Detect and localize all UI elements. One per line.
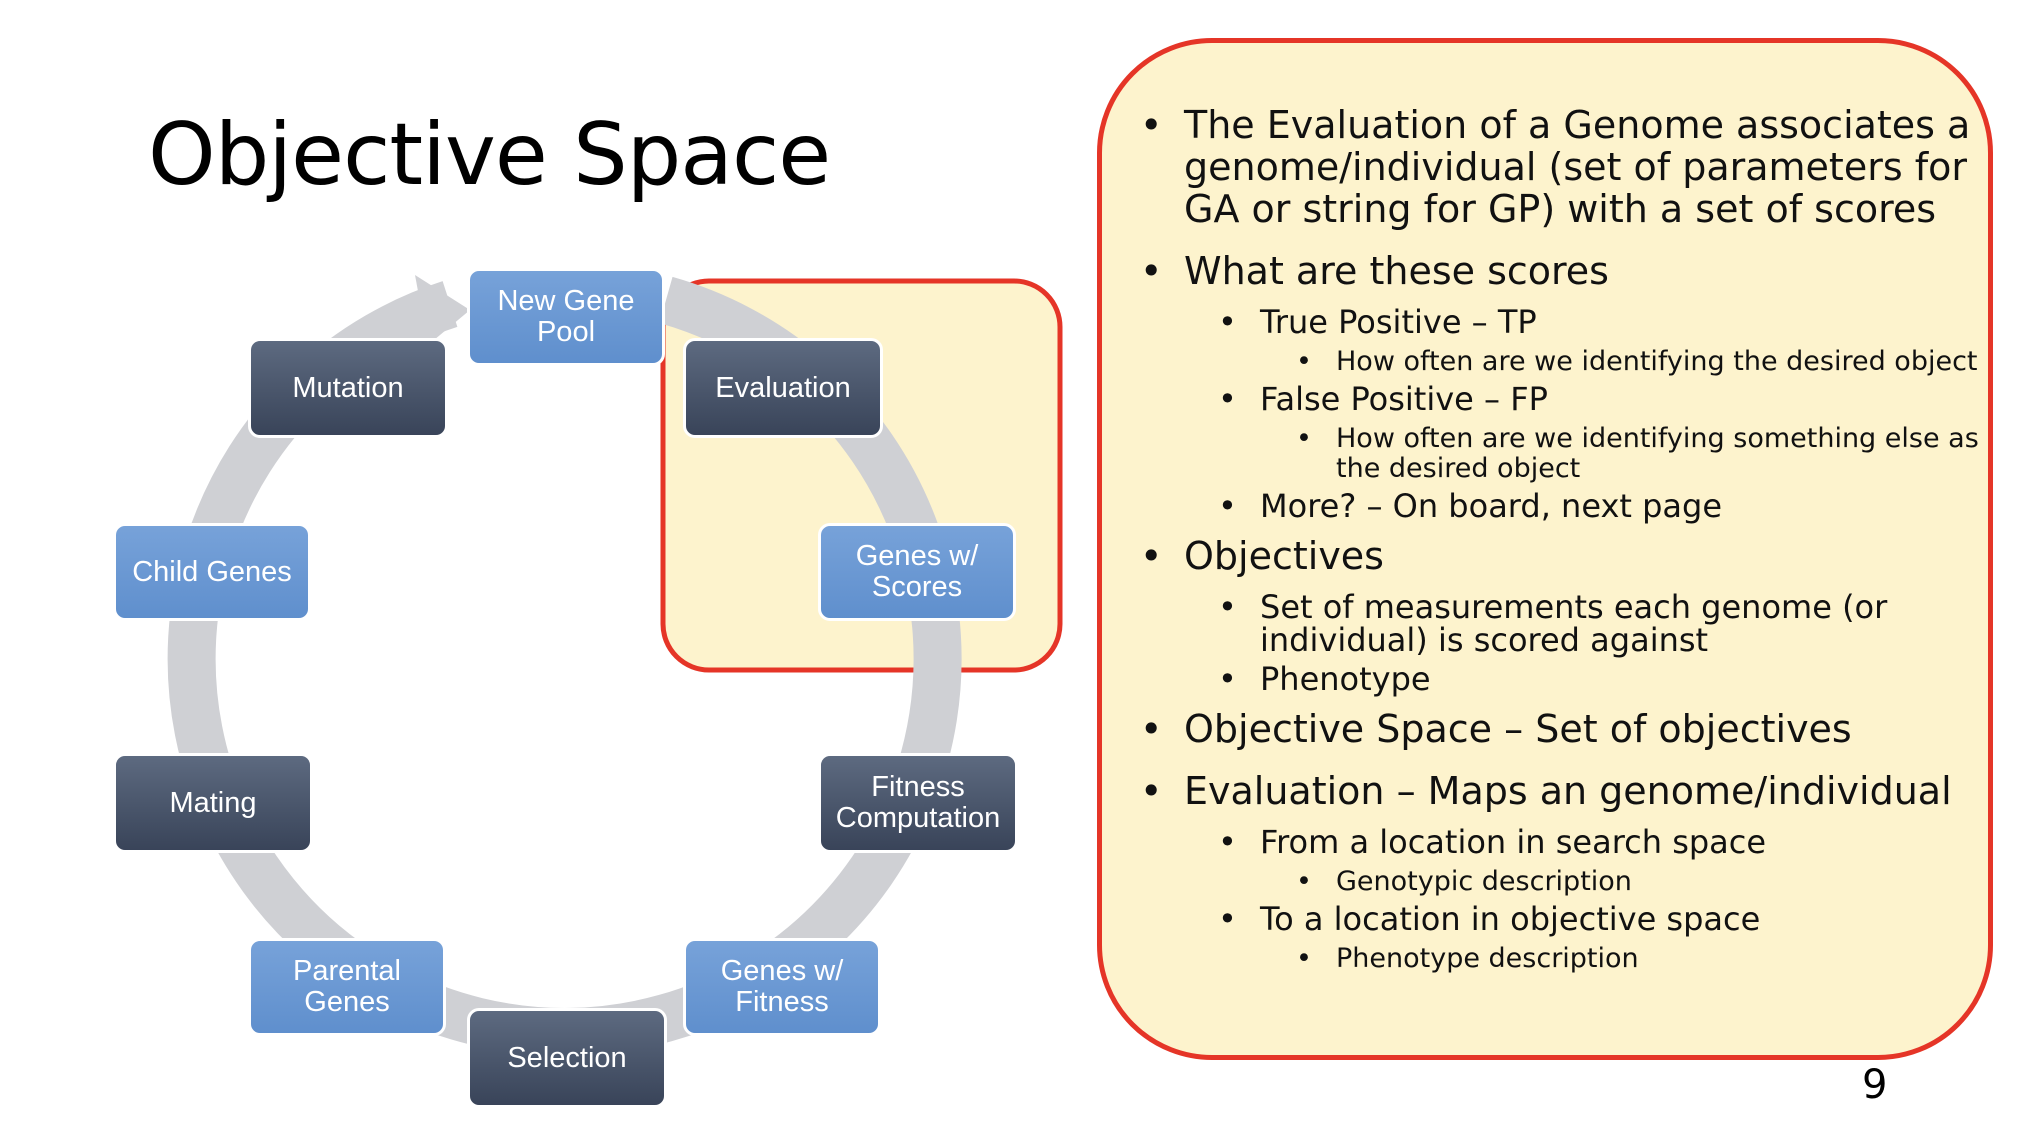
bullet-level-2: To a location in objective space <box>1140 903 2000 937</box>
bullet-level-1: The Evaluation of a Genome associates a … <box>1140 104 2000 230</box>
node-parental-genes: Parental Genes <box>248 938 446 1036</box>
bullet-level-2: From a location in search space <box>1140 826 2000 860</box>
node-mating: Mating <box>113 753 313 853</box>
bullet-level-3: Genotypic description <box>1140 867 2000 898</box>
node-genes-w-fitness: Genes w/ Fitness <box>683 938 881 1036</box>
bullet-level-1: Objectives <box>1140 535 2000 577</box>
node-fitness-computation: Fitness Computation <box>818 753 1018 853</box>
node-genes-w-scores: Genes w/ Scores <box>818 523 1016 621</box>
node-new-gene-pool: New Gene Pool <box>467 268 665 366</box>
page-number: 9 <box>1862 1062 1888 1108</box>
node-evaluation: Evaluation <box>683 338 883 438</box>
bullet-level-3: How often are we identifying the desired… <box>1140 347 2000 378</box>
bullet-level-2: True Positive – TP <box>1140 306 2000 340</box>
bullet-level-3: Phenotype description <box>1140 944 2000 975</box>
bullet-level-1: What are these scores <box>1140 250 2000 292</box>
bullet-level-1: Objective Space – Set of objectives <box>1140 708 2000 750</box>
bullet-level-2: More? – On board, next page <box>1140 490 2000 524</box>
slide-title: Objective Space <box>148 105 831 205</box>
bullet-level-1: Evaluation – Maps an genome/individual <box>1140 770 2000 812</box>
bullet-level-3: How often are we identifying something e… <box>1140 424 2000 484</box>
node-mutation: Mutation <box>248 338 448 438</box>
bullet-list: The Evaluation of a Genome associates a … <box>1140 104 2000 986</box>
node-selection: Selection <box>467 1008 667 1108</box>
bullet-level-2: Phenotype <box>1140 663 2000 697</box>
node-child-genes: Child Genes <box>113 523 311 621</box>
bullet-level-2: False Positive – FP <box>1140 383 2000 417</box>
bullet-level-2: Set of measurements each genome (or indi… <box>1140 591 2000 657</box>
